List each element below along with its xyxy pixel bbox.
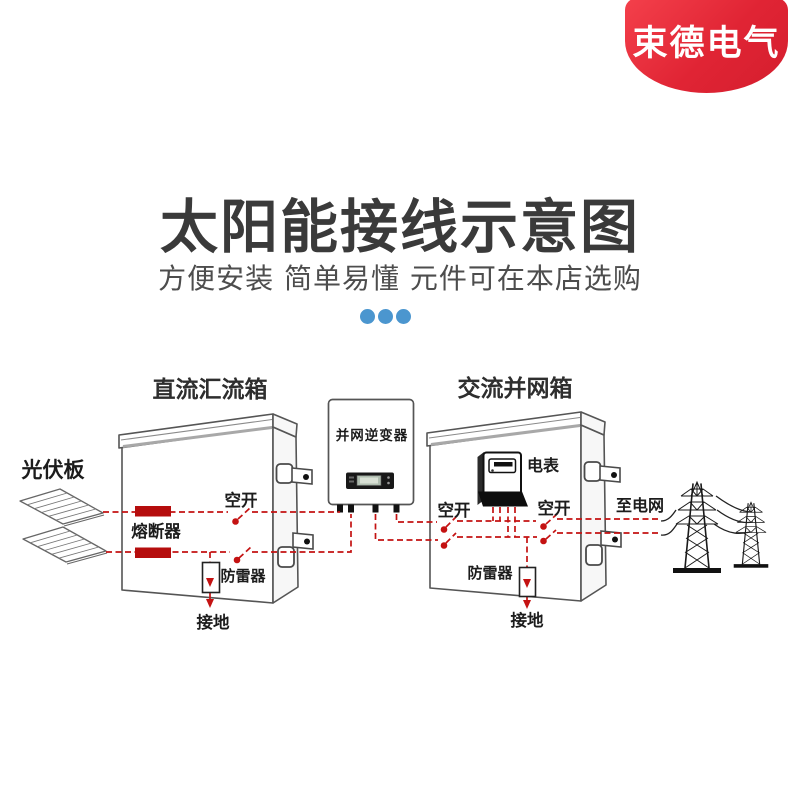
dot-icon	[360, 309, 375, 324]
breaker-label: 空开	[438, 500, 471, 520]
inverter-icon	[327, 398, 415, 513]
ground-label: 接地	[197, 612, 231, 632]
dot-icon	[378, 309, 393, 324]
pv-panels	[19, 488, 108, 565]
fuse-icon	[135, 506, 171, 517]
breaker-label: 空开	[225, 490, 258, 510]
transmission-tower-icon	[672, 481, 722, 574]
page-title: 太阳能接线示意图	[159, 193, 640, 261]
brand-badge: 束德电气	[625, 0, 788, 93]
ground-arrow-icon	[523, 600, 531, 609]
meter-label: 电表	[527, 456, 560, 475]
surge-label: 防雷器	[467, 564, 513, 582]
dc-combiner-box-label: 直流汇流箱	[153, 376, 268, 403]
ac-wiring	[374, 507, 661, 609]
dc-wiring	[103, 506, 352, 608]
pv-panel-label: 光伏板	[21, 457, 86, 482]
inverter-label: 并网逆变器	[336, 427, 409, 444]
breaker-label: 空开	[538, 498, 571, 518]
to-grid-label: 至电网	[616, 496, 664, 515]
meter-icon	[477, 451, 528, 507]
ground-arrow-icon	[206, 599, 214, 608]
grid-towers	[660, 481, 769, 574]
fuse-label: 熔断器	[131, 521, 181, 541]
decorative-dots	[360, 309, 411, 324]
ground-label: 接地	[511, 610, 545, 630]
dot-icon	[396, 309, 411, 324]
fuse-icon	[135, 547, 171, 558]
page-subtitle: 方便安装 简单易懂 元件可在本店选购	[158, 262, 642, 295]
pv-panel-icon	[22, 526, 108, 565]
brand-name: 束德电气	[632, 24, 781, 64]
surge-label: 防雷器	[220, 567, 266, 585]
surge-protector-icon	[201, 561, 221, 594]
pv-panel-icon	[19, 488, 105, 527]
ground-arrow-icon	[206, 578, 214, 587]
ac-grid-box-label: 交流并网箱	[458, 375, 573, 402]
ground-arrow-icon	[523, 579, 531, 588]
